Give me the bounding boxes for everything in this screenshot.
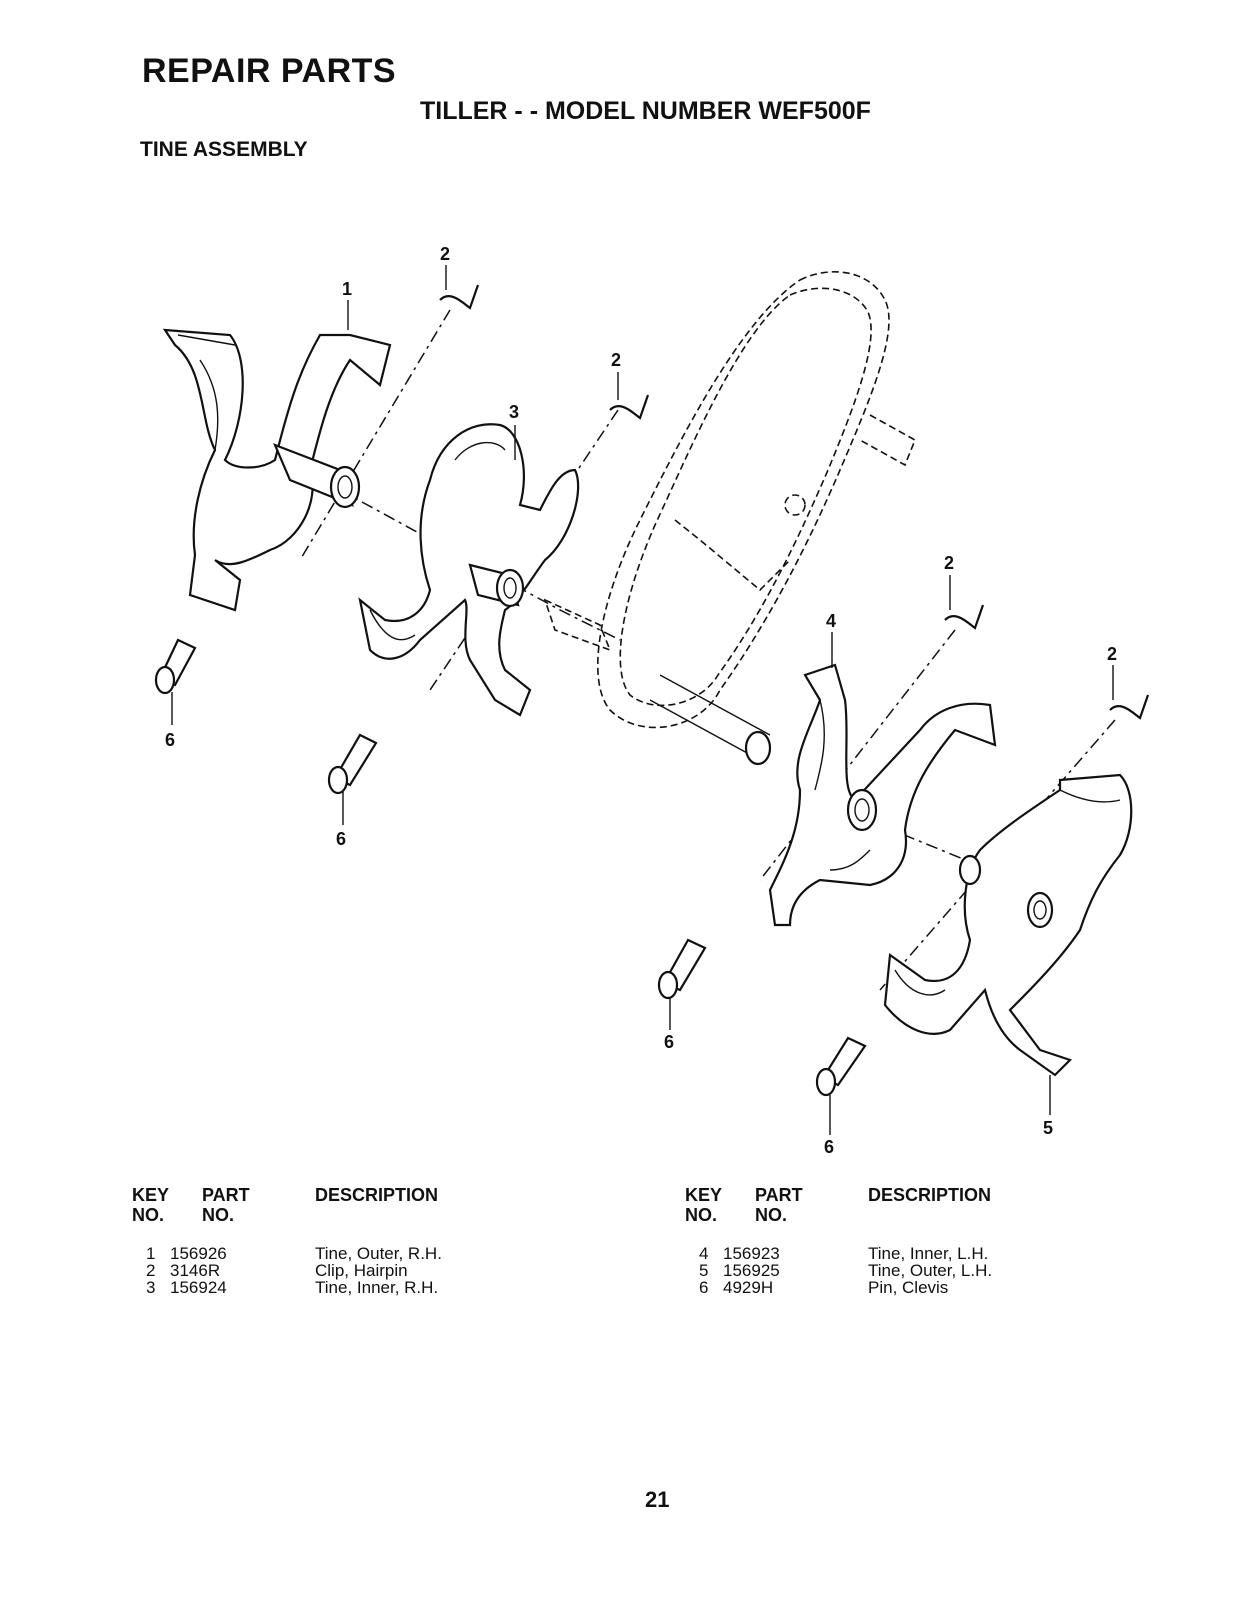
hairpin-clip-1 [439,284,480,310]
callout-6c: 6 [664,1032,674,1052]
callout-3: 3 [509,402,519,422]
callout-4: 4 [826,611,836,631]
callout-2d: 2 [1107,644,1117,664]
key-no: 3 [146,1278,156,1297]
part-no: 156923 [723,1244,780,1263]
description-header: DESCRIPTION [315,1185,439,1205]
tine-inner-lh [768,663,997,927]
description-header: DESCRIPTION [868,1185,992,1205]
tine-outer-lh [883,773,1133,1077]
key-no: 5 [699,1261,709,1280]
part-no: 3146R [170,1261,221,1280]
part-no: 156925 [723,1261,780,1280]
callout-1: 1 [342,279,352,299]
callout-2b: 2 [611,350,621,370]
key-no: 4 [699,1244,709,1263]
part-description: Tine, Outer, R.H. [315,1244,442,1263]
key-no: 6 [699,1278,709,1297]
page-number: 21 [645,1487,670,1512]
hairpin-clip-4 [1109,694,1150,720]
clevis-pin-4 [815,1036,867,1097]
callout-6d: 6 [824,1137,834,1157]
key-no-header: KEY NO. [132,1185,170,1225]
part-no-header: PART NO. [755,1185,803,1225]
callout-2a: 2 [440,244,450,264]
tine-inner-rh [358,423,580,717]
clevis-pin-1 [154,638,197,695]
model-title: TILLER - - MODEL NUMBER WEF500F [420,97,871,125]
part-description: Tine, Inner, L.H. [868,1244,989,1263]
clevis-pin-2 [327,733,378,795]
callout-6b: 6 [336,829,346,849]
part-no: 4929H [723,1278,774,1297]
key-no: 1 [146,1244,156,1263]
exploded-parts-diagram: 1 2 2 3 2 4 2 5 6 6 6 6 [154,244,1150,1157]
key-no: 2 [146,1261,156,1280]
hairpin-clip-3 [944,604,985,630]
callout-leaders [171,265,1114,1135]
part-description: Clip, Hairpin [315,1261,408,1280]
callout-5: 5 [1043,1118,1053,1138]
tine-outer-rh [162,328,392,612]
hairpin-clip-2 [609,394,650,420]
part-description: Tine, Outer, L.H. [868,1261,993,1280]
clevis-pin-3 [657,938,707,1000]
callout-2c: 2 [944,553,954,573]
section-title: TINE ASSEMBLY [140,138,308,161]
key-no-header: KEY NO. [685,1185,723,1225]
tiller-gearbox [543,271,917,766]
part-description: Pin, Clevis [868,1278,949,1297]
page-title: REPAIR PARTS [142,52,397,90]
part-no: 156926 [170,1244,227,1263]
part-no: 156924 [170,1278,227,1297]
callout-6a: 6 [165,730,175,750]
part-description: Tine, Inner, R.H. [315,1278,439,1297]
part-no-header: PART NO. [202,1185,250,1225]
